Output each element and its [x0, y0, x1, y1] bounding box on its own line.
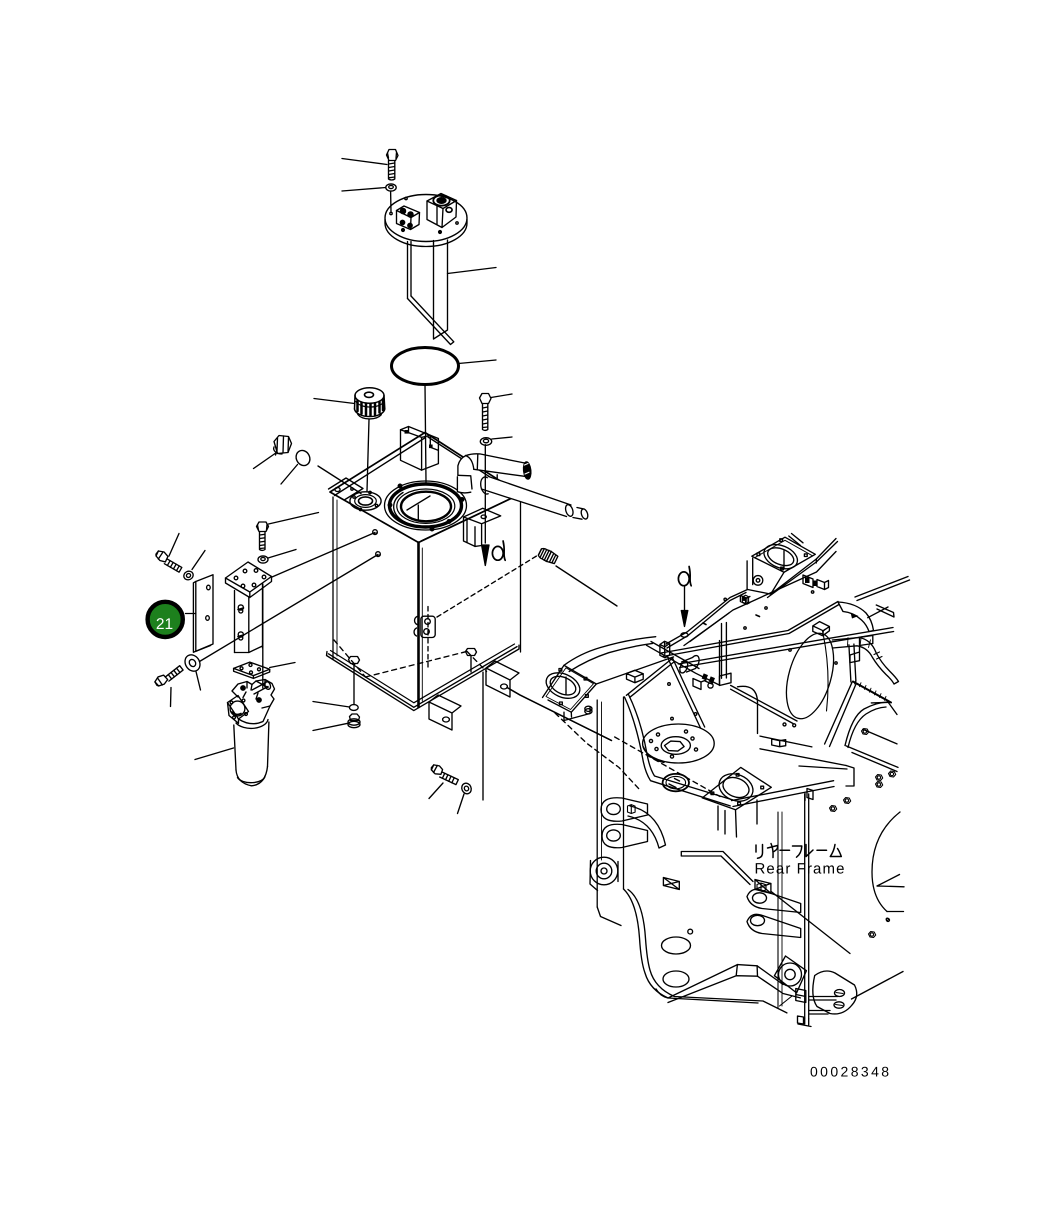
svg-text:00028348: 00028348: [810, 1064, 892, 1080]
svg-text:Rear Frame: Rear Frame: [755, 861, 846, 878]
svg-text:21: 21: [156, 616, 173, 633]
